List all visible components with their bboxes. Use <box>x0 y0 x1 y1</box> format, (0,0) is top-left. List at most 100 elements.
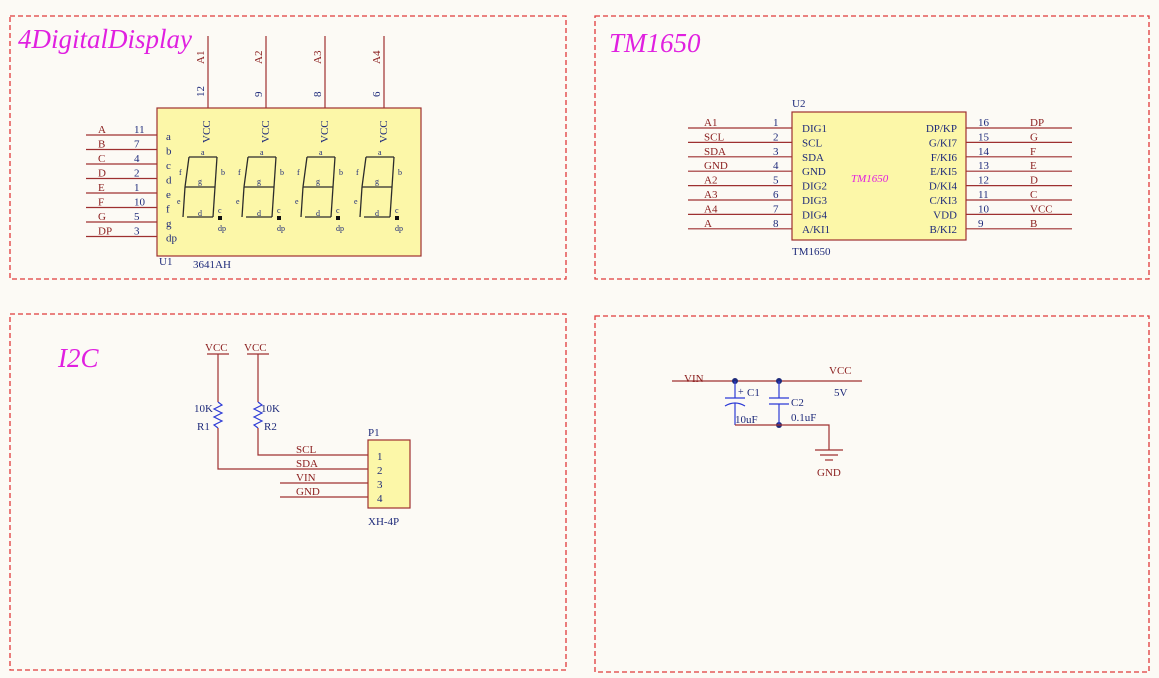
digit-label-d: d <box>375 209 379 218</box>
top-pin-net-a2: A2 <box>253 51 265 64</box>
display-digits: VCCabcdefgdpVCCabcdefgdpVCCabcdefgdpVCCa… <box>177 120 403 233</box>
tm-left-num-1: 1 <box>773 117 779 129</box>
digit-vcc-label: VCC <box>319 120 331 143</box>
i2c-net-sda: SDA <box>296 458 318 470</box>
tm-left-name-8: A/KI1 <box>802 224 830 236</box>
tm-left-net-scl: SCL <box>704 131 724 143</box>
tm-left-num-2: 2 <box>773 131 779 143</box>
left-pin-name-e: e <box>166 189 171 201</box>
gnd-label: GND <box>817 467 841 479</box>
digit-label-dp: dp <box>395 224 403 233</box>
c1-value: 10uF <box>735 414 758 426</box>
digit-label-b: b <box>339 168 343 177</box>
left-pin-num-11: 11 <box>134 124 145 136</box>
tm-left-name-6: DIG3 <box>802 195 828 207</box>
digit-label-b: b <box>398 168 402 177</box>
top-pin-net-a3: A3 <box>312 50 324 64</box>
conn-part: XH-4P <box>368 516 399 528</box>
left-pin-name-a: a <box>166 131 171 143</box>
digit-vcc-label: VCC <box>378 120 390 143</box>
tm-right-net-dp: DP <box>1030 117 1044 129</box>
segment-b <box>391 156 395 188</box>
i2c-pin-num-3: 3 <box>377 479 383 491</box>
dp-dot <box>336 216 340 220</box>
r2-value: 10K <box>261 403 280 415</box>
i2c-pin-num-2: 2 <box>377 465 383 477</box>
tm-left-net-a1: A1 <box>704 117 717 129</box>
digit-label-c: c <box>395 206 399 215</box>
segment-e <box>182 186 186 218</box>
left-pin-num-3: 3 <box>134 226 140 238</box>
digit-label-c: c <box>277 206 281 215</box>
digit-label-a: a <box>319 148 323 157</box>
c1-ref: C1 <box>747 387 760 399</box>
left-pin-num-7: 7 <box>134 139 140 151</box>
tm-left-net-a2: A2 <box>704 175 717 187</box>
i2c-title: I2C <box>57 343 99 373</box>
i2c-net-scl: SCL <box>296 444 316 456</box>
segment-c <box>389 186 393 218</box>
tm-left-net-a3: A3 <box>704 189 718 201</box>
i2c-vcc1-label: VCC <box>205 342 228 354</box>
tm-left-num-5: 5 <box>773 175 779 187</box>
tm-left-name-3: SDA <box>802 152 824 164</box>
left-pin-net-g: G <box>98 211 106 223</box>
segment-f <box>361 156 367 188</box>
tm-left-num-6: 6 <box>773 189 779 201</box>
digit-label-f: f <box>179 168 182 177</box>
digit-label-dp: dp <box>277 224 285 233</box>
tm-left-name-5: DIG2 <box>802 181 827 193</box>
tm-right-net-f: F <box>1030 146 1036 158</box>
digit-label-dp: dp <box>336 224 344 233</box>
left-pin-net-c: C <box>98 153 105 165</box>
vcc-label: VCC <box>829 365 852 377</box>
display-part: 3641AH <box>193 259 231 271</box>
tm1650-title: TM1650 <box>609 28 701 58</box>
vin-label: VIN <box>684 373 704 385</box>
tm-right-name-9: B/KI2 <box>930 224 958 236</box>
left-pin-net-a: A <box>98 124 106 136</box>
tm-left-net-gnd: GND <box>704 160 728 172</box>
tm-right-name-15: G/KI7 <box>929 137 958 149</box>
left-pin-net-f: F <box>98 197 104 209</box>
left-pin-num-4: 4 <box>134 153 140 165</box>
left-pin-name-g: g <box>166 218 172 230</box>
left-pin-net-e: E <box>98 182 105 194</box>
tm1650-part: TM1650 <box>792 246 831 258</box>
c2-ref: C2 <box>791 397 804 409</box>
digit-vcc-label: VCC <box>260 120 272 143</box>
digit-label-f: f <box>238 168 241 177</box>
digit-label-f: f <box>297 168 300 177</box>
gnd-wire-bottom <box>735 424 830 450</box>
i2c-pin-num-1: 1 <box>377 451 383 463</box>
panel-i2c: I2C VCC VCC 10K R1 10K R2 P1 XH-4P SCL1S… <box>57 342 411 528</box>
digit-label-c: c <box>218 206 222 215</box>
digit-label-d: d <box>316 209 320 218</box>
c1-polarity: + <box>738 387 744 398</box>
digit-label-e: e <box>236 197 240 206</box>
top-pin-num-6: 6 <box>371 91 383 97</box>
tm-right-num-13: 13 <box>978 160 990 172</box>
tm-left-num-4: 4 <box>773 160 779 172</box>
digit-label-e: e <box>295 197 299 206</box>
tm-right-net-c: C <box>1030 189 1037 201</box>
left-pin-name-d: d <box>166 175 172 187</box>
tm-right-name-16: DP/KP <box>926 123 957 135</box>
left-pin-num-10: 10 <box>134 197 146 209</box>
tm-left-net-a: A <box>704 218 712 230</box>
i2c-vcc1-symbol: VCC <box>205 342 229 402</box>
r1-ref: R1 <box>197 421 210 433</box>
top-pin-num-9: 9 <box>253 91 265 97</box>
tm-right-num-11: 11 <box>978 189 989 201</box>
panel-tm1650-border <box>594 15 1150 280</box>
c1-capacitor-symbol <box>724 381 746 425</box>
conn-ref: P1 <box>368 427 380 439</box>
tm-right-net-b: B <box>1030 218 1037 230</box>
connector-body <box>367 439 411 509</box>
digit-label-g: g <box>375 177 379 186</box>
tm1650-center-label: TM1650 <box>851 173 889 185</box>
